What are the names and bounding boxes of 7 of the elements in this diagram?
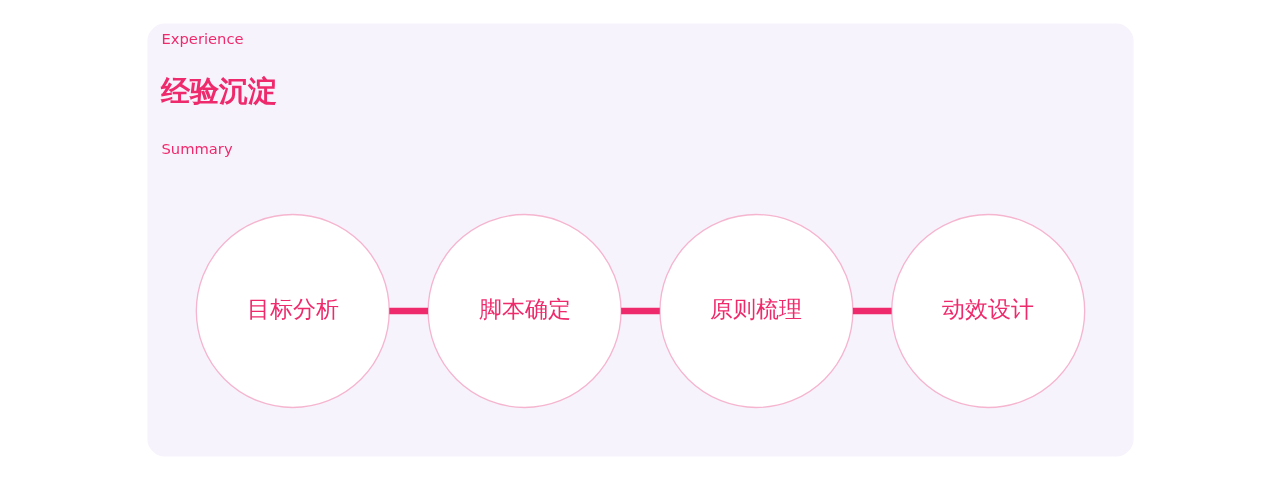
connector (388, 307, 428, 315)
node-circle: 脚本确定 (426, 213, 622, 409)
node-circle: 原则梳理 (658, 213, 854, 409)
node-circle: 目标分析 (195, 213, 390, 409)
connector (620, 307, 660, 315)
node-circle: 动效设计 (890, 213, 1085, 409)
connector (852, 307, 892, 315)
